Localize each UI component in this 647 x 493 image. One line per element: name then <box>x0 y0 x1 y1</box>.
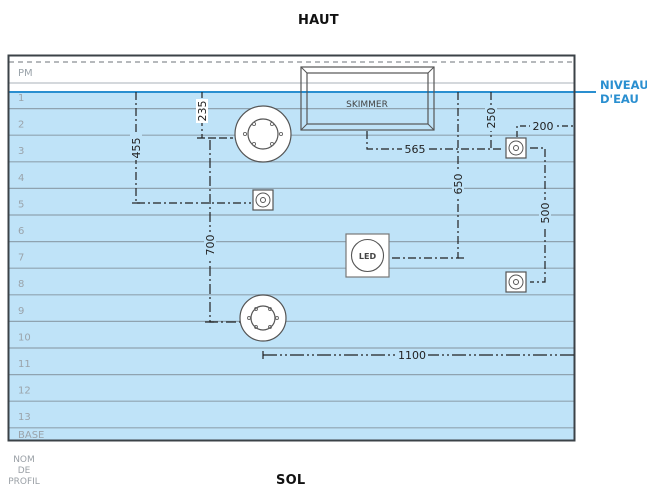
row-label: 2 <box>18 120 24 131</box>
dim-650-label: 650 <box>452 174 465 195</box>
row-label: 6 <box>18 226 24 237</box>
wall-frame <box>7 54 576 442</box>
dim-1100-label: 1100 <box>398 349 426 362</box>
row-label: 11 <box>18 359 31 370</box>
row-label: 4 <box>18 173 24 184</box>
profile-name-label: NOM DE PROFIL <box>6 455 42 488</box>
dim-455-line <box>135 92 251 204</box>
row-label-base: BASE <box>18 430 44 441</box>
dim-565-label: 565 <box>405 143 426 156</box>
row-label: 7 <box>18 253 24 264</box>
water-level-label-line1: NIVEAU <box>600 78 647 92</box>
water-level-label-line2: D'EAU <box>600 92 639 106</box>
water-level-label: NIVEAU D'EAU <box>600 78 647 106</box>
dim-235-label: 235 <box>196 101 209 122</box>
water-area <box>9 92 574 440</box>
dim-500-label: 500 <box>539 203 552 224</box>
row-label: 10 <box>18 332 31 343</box>
row-lines <box>9 107 574 429</box>
row-label: 13 <box>18 412 31 423</box>
led-label: LED <box>359 252 377 261</box>
dim-700-label: 700 <box>204 235 217 256</box>
row-label: 12 <box>18 386 31 397</box>
skimmer[interactable]: SKIMMER <box>300 66 435 131</box>
dim-250-label: 250 <box>485 108 498 129</box>
row-label: 8 <box>18 279 24 290</box>
top-label: HAUT <box>298 13 339 28</box>
jet-upper[interactable] <box>234 105 292 163</box>
jet-lower-bolt-holes <box>247 307 279 329</box>
dim-455-label: 455 <box>130 138 143 159</box>
jet-upper-bolt-holes <box>242 121 284 147</box>
row-label: 9 <box>18 306 24 317</box>
fitting-right-upper[interactable] <box>505 137 527 159</box>
row-label: 5 <box>18 199 24 210</box>
dim-200-label: 200 <box>533 120 554 133</box>
dim-565-line <box>366 131 504 150</box>
skimmer-label: SKIMMER <box>346 100 388 110</box>
row-label: 1 <box>18 93 24 104</box>
row-label: 3 <box>18 146 24 157</box>
dim-200-line <box>516 125 574 137</box>
bottom-label: SOL <box>276 473 306 488</box>
fitting-right-lower[interactable] <box>505 271 527 293</box>
jet-lower[interactable] <box>239 294 287 342</box>
profile-label-line2: PROFIL <box>8 477 40 487</box>
fitting-left[interactable] <box>252 189 274 211</box>
row-label-pm: PM <box>18 68 33 79</box>
led-light[interactable]: LED <box>345 233 390 278</box>
dimension-lines <box>132 92 574 359</box>
dimension-labels: 455 235 700 565 650 250 200 500 1100 <box>130 99 556 362</box>
profile-label-line1: NOM DE <box>13 455 35 476</box>
